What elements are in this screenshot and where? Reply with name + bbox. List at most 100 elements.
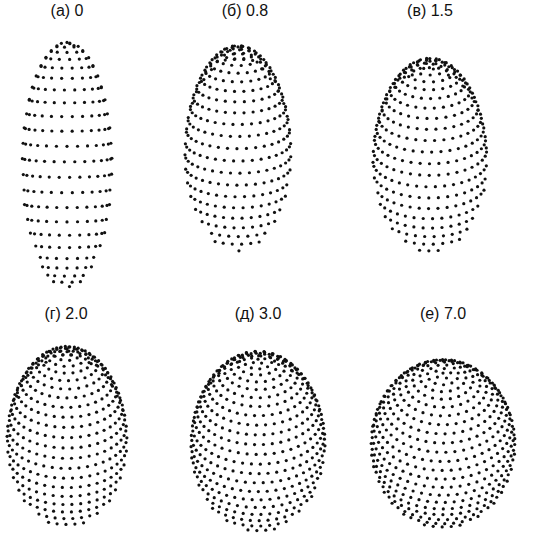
surface-dot — [465, 410, 468, 413]
surface-dot — [386, 389, 389, 392]
surface-dot — [71, 426, 74, 429]
surface-dot — [418, 374, 421, 377]
surface-dot — [295, 435, 298, 438]
surface-dot — [91, 87, 94, 90]
surface-dot — [122, 434, 125, 437]
surface-dot — [385, 428, 388, 431]
surface-dot — [221, 406, 224, 409]
surface-dot — [293, 492, 296, 495]
surface-dot — [103, 113, 106, 116]
surface-dot — [119, 428, 122, 431]
surface-dot — [479, 172, 482, 175]
surface-dot — [310, 475, 313, 478]
surface-dot — [437, 67, 440, 70]
surface-dot — [94, 245, 97, 248]
surface-dot — [437, 249, 440, 252]
surface-dot — [467, 94, 470, 97]
surface-dot — [411, 95, 414, 98]
surface-dot — [227, 502, 230, 505]
surface-dot — [28, 159, 31, 162]
surface-dot — [303, 441, 306, 444]
surface-dot — [441, 359, 444, 362]
surface-dot — [231, 242, 234, 245]
surface-dot — [393, 157, 396, 160]
surface-dot — [77, 45, 80, 48]
surface-dot — [271, 413, 274, 416]
surface-dot — [110, 383, 113, 386]
surface-dot — [462, 202, 465, 205]
surface-dot — [102, 385, 105, 388]
surface-dot — [254, 350, 257, 353]
surface-dot — [29, 503, 32, 506]
surface-dot — [84, 353, 87, 356]
surface-dot — [444, 127, 447, 130]
surface-dot — [279, 411, 282, 414]
surface-dot — [235, 184, 238, 187]
surface-dot — [122, 445, 125, 448]
surface-dot — [185, 127, 188, 130]
surface-dot — [412, 225, 415, 228]
surface-dot — [252, 110, 255, 113]
surface-dot — [491, 393, 494, 396]
surface-dot — [259, 373, 262, 376]
surface-dot — [266, 213, 269, 216]
surface-dot — [447, 95, 450, 98]
surface-dot — [46, 256, 49, 259]
surface-dot — [433, 405, 436, 408]
surface-dot — [96, 472, 99, 475]
surface-dot — [314, 403, 317, 406]
surface-dot — [87, 493, 90, 496]
surface-dot — [55, 45, 58, 48]
surface-dot — [230, 368, 233, 371]
surface-dot — [35, 490, 38, 493]
surface-dot — [199, 453, 202, 456]
surface-dot — [435, 59, 438, 62]
surface-dot — [68, 42, 71, 45]
surface-dot — [322, 427, 325, 430]
surface-dot — [432, 88, 435, 91]
surface-dot — [206, 405, 209, 408]
surface-dot — [300, 453, 303, 456]
surface-dot — [484, 155, 487, 158]
surface-dot — [22, 375, 25, 378]
surface-dot — [291, 466, 294, 469]
surface-dot — [33, 232, 36, 235]
surface-dot — [52, 494, 55, 497]
surface-dot — [291, 513, 294, 516]
surface-dot — [425, 117, 428, 120]
surface-dot — [116, 406, 119, 409]
surface-dot — [281, 151, 284, 154]
surface-dot — [242, 57, 245, 60]
surface-dot — [21, 378, 24, 381]
surface-dot — [217, 491, 220, 494]
surface-dot — [204, 415, 207, 418]
surface-dot — [469, 427, 472, 430]
surface-dot — [503, 400, 506, 403]
surface-dot — [192, 93, 195, 96]
surface-dot — [281, 362, 284, 365]
surface-dot — [108, 499, 111, 502]
surface-dot — [270, 143, 273, 146]
surface-dot — [222, 62, 225, 65]
surface-dot — [480, 371, 483, 374]
surface-dot — [289, 374, 292, 377]
surface-dot — [389, 86, 392, 89]
surface-dot — [281, 99, 284, 102]
surface-dot — [443, 367, 446, 370]
surface-dot — [396, 221, 399, 224]
surface-dot — [260, 109, 263, 112]
surface-dot — [37, 359, 40, 362]
surface-dot — [262, 414, 265, 417]
surface-dot — [380, 184, 383, 187]
surface-dot — [67, 345, 70, 348]
surface-dot — [296, 377, 299, 380]
surface-dot — [231, 487, 234, 490]
surface-dot — [455, 193, 458, 196]
surface-dot — [286, 118, 289, 121]
surface-dot — [76, 257, 79, 260]
surface-dot — [238, 422, 241, 425]
surface-dot — [11, 448, 14, 451]
surface-dot — [237, 235, 240, 238]
surface-dot — [76, 350, 79, 353]
surface-dot — [102, 503, 105, 506]
